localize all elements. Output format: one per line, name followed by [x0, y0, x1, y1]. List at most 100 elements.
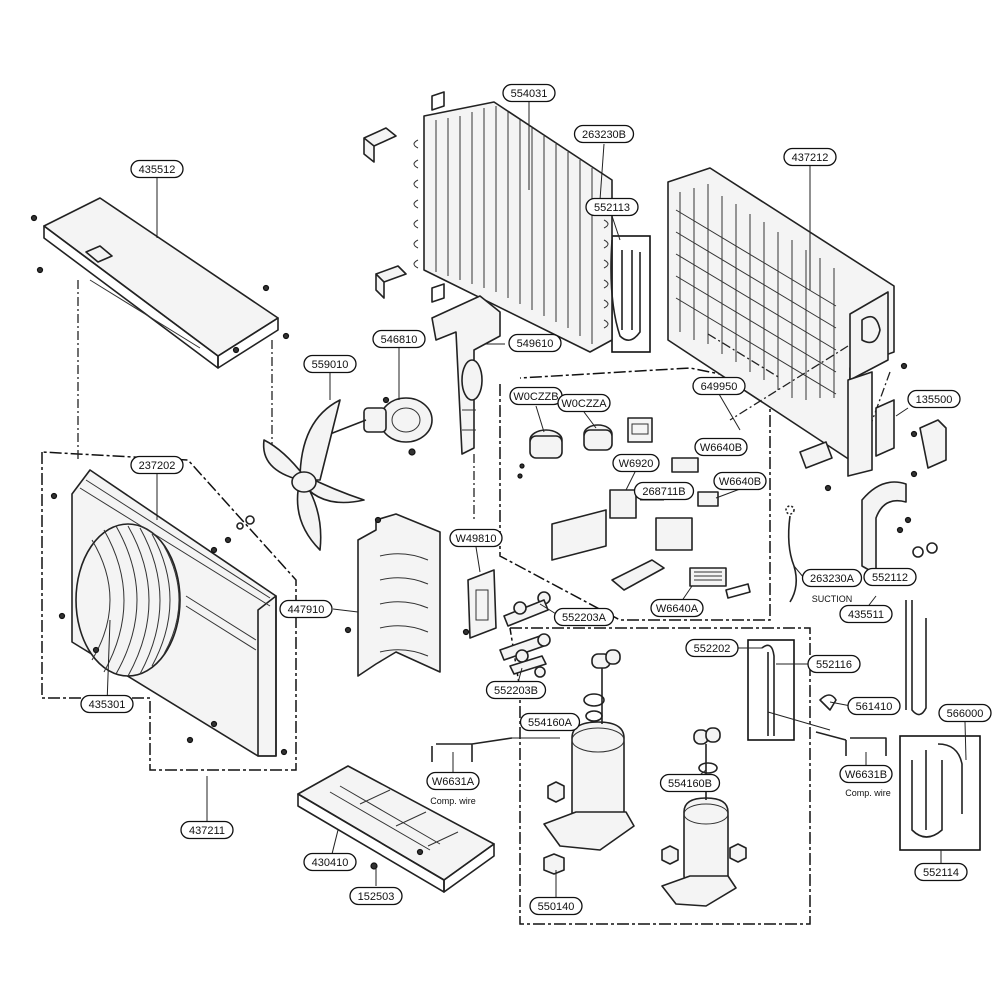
base-pan — [297, 765, 495, 893]
part-callout-pill — [573, 124, 635, 144]
part-number-label: 566000 — [947, 708, 984, 720]
part-number-label: 554031 — [511, 88, 548, 100]
side-panel-and-handle — [799, 362, 947, 492]
cycle-parts-box-b — [747, 639, 795, 741]
part-callout-pill — [863, 567, 917, 587]
part-number-label: 268711B — [642, 486, 685, 498]
coil-brackets — [363, 127, 407, 299]
part-callout-pill — [692, 376, 746, 396]
part-callout: W6640A — [650, 598, 704, 618]
part-number-label: 435511 — [848, 609, 884, 621]
part-callout: 552202 — [685, 638, 739, 658]
comp-wire-caption-a: Comp. wire — [430, 796, 476, 806]
part-callout: W6631B — [839, 764, 893, 784]
suction-caption: SUCTION — [812, 594, 853, 604]
comp-wire-caption-b: Comp. wire — [845, 788, 891, 798]
part-callout-pill — [130, 455, 184, 475]
part-callout: W49810 — [449, 528, 503, 548]
part-number-label: W6640B — [719, 476, 761, 488]
part-number-label: 552203B — [494, 685, 538, 697]
part-callout-pill — [713, 471, 767, 491]
part-number-label: 263230A — [810, 573, 855, 585]
part-number-label: 554160A — [528, 717, 573, 729]
part-callout: 437212 — [783, 147, 837, 167]
part-number-label: 237202 — [139, 460, 176, 472]
part-number-label: 437211 — [189, 825, 225, 837]
control-box-parts — [517, 417, 751, 599]
part-callout-pill — [659, 773, 721, 793]
part-callout: W6631A — [426, 771, 480, 791]
part-number-label: 135500 — [916, 394, 953, 406]
part-number-label: 546810 — [381, 334, 418, 346]
part-callout: 549610 — [508, 333, 562, 353]
part-callout-pill — [449, 528, 503, 548]
part-number-label: 561410 — [856, 701, 893, 713]
part-number-label: 552202 — [694, 643, 731, 655]
part-callout-pill — [938, 703, 992, 723]
fan-motor — [329, 396, 433, 456]
service-valves — [499, 591, 551, 678]
part-callout-pill — [80, 694, 134, 714]
compressor-small — [661, 727, 747, 907]
part-callout: 554160A — [519, 712, 581, 732]
part-number-label: 552113 — [594, 202, 630, 214]
part-callout: W0CZZA — [557, 393, 611, 413]
part-callout-pill — [685, 638, 739, 658]
part-callout-pill — [349, 886, 403, 906]
part-callout-pill — [839, 604, 893, 624]
part-callout: W6920 — [612, 453, 660, 473]
part-callout: 550140 — [529, 896, 583, 916]
part-number-label: 435512 — [139, 164, 176, 176]
motor-mount — [431, 295, 501, 520]
part-number-label: 559010 — [312, 359, 349, 371]
part-callout: 546810 — [372, 329, 426, 349]
part-callout-pill — [279, 599, 333, 619]
part-number-label: W0CZZA — [561, 398, 607, 410]
part-callout: 435301 — [80, 694, 134, 714]
part-callout-pill — [612, 453, 660, 473]
part-callout: 554031 — [502, 83, 556, 103]
part-callout-pill — [508, 333, 562, 353]
part-callout: 263230B — [573, 124, 635, 144]
part-number-label: 437212 — [792, 152, 829, 164]
part-callout: 566000 — [938, 703, 992, 723]
part-callout-pill — [502, 83, 556, 103]
part-callout-pill — [426, 771, 480, 791]
part-number-label: 549610 — [517, 338, 554, 350]
compressor-large — [543, 649, 635, 875]
part-callout-pill — [907, 389, 961, 409]
part-callout-pill — [694, 437, 748, 457]
terminal-block-bracket — [462, 569, 497, 639]
cycle-parts-box-c — [899, 735, 981, 851]
part-callout-pill — [914, 862, 968, 882]
part-number-label: W6631B — [845, 769, 887, 781]
part-callout-pill — [801, 568, 863, 588]
compressor-group-outline — [509, 627, 811, 925]
part-callout-pill — [633, 481, 695, 501]
part-callout-pill — [650, 598, 704, 618]
part-callout: 435512 — [130, 159, 184, 179]
part-callout: 552112 — [863, 567, 917, 587]
part-number-label: 447910 — [288, 604, 325, 616]
part-callout-pill — [585, 197, 639, 217]
part-callout-pill — [180, 820, 234, 840]
part-callout-pill — [557, 393, 611, 413]
part-callout-pill — [519, 712, 581, 732]
part-callout-pill — [839, 764, 893, 784]
front-cabinet — [50, 469, 288, 757]
part-number-label: W6640A — [656, 603, 699, 615]
part-number-label: W6631A — [432, 776, 475, 788]
suction-sensor — [785, 505, 798, 603]
rear-guard-panel — [667, 167, 895, 461]
part-number-label: W6920 — [619, 458, 654, 470]
part-callout-pill — [529, 896, 583, 916]
part-number-label: 552112 — [872, 572, 908, 584]
part-callout: 447910 — [279, 599, 333, 619]
part-callout: 430410 — [303, 852, 357, 872]
part-callout: 152503 — [349, 886, 403, 906]
cycle-parts-box-a — [611, 235, 651, 353]
part-callout-pill — [372, 329, 426, 349]
part-callout: 552116 — [807, 654, 861, 674]
part-callout: 559010 — [303, 354, 357, 374]
